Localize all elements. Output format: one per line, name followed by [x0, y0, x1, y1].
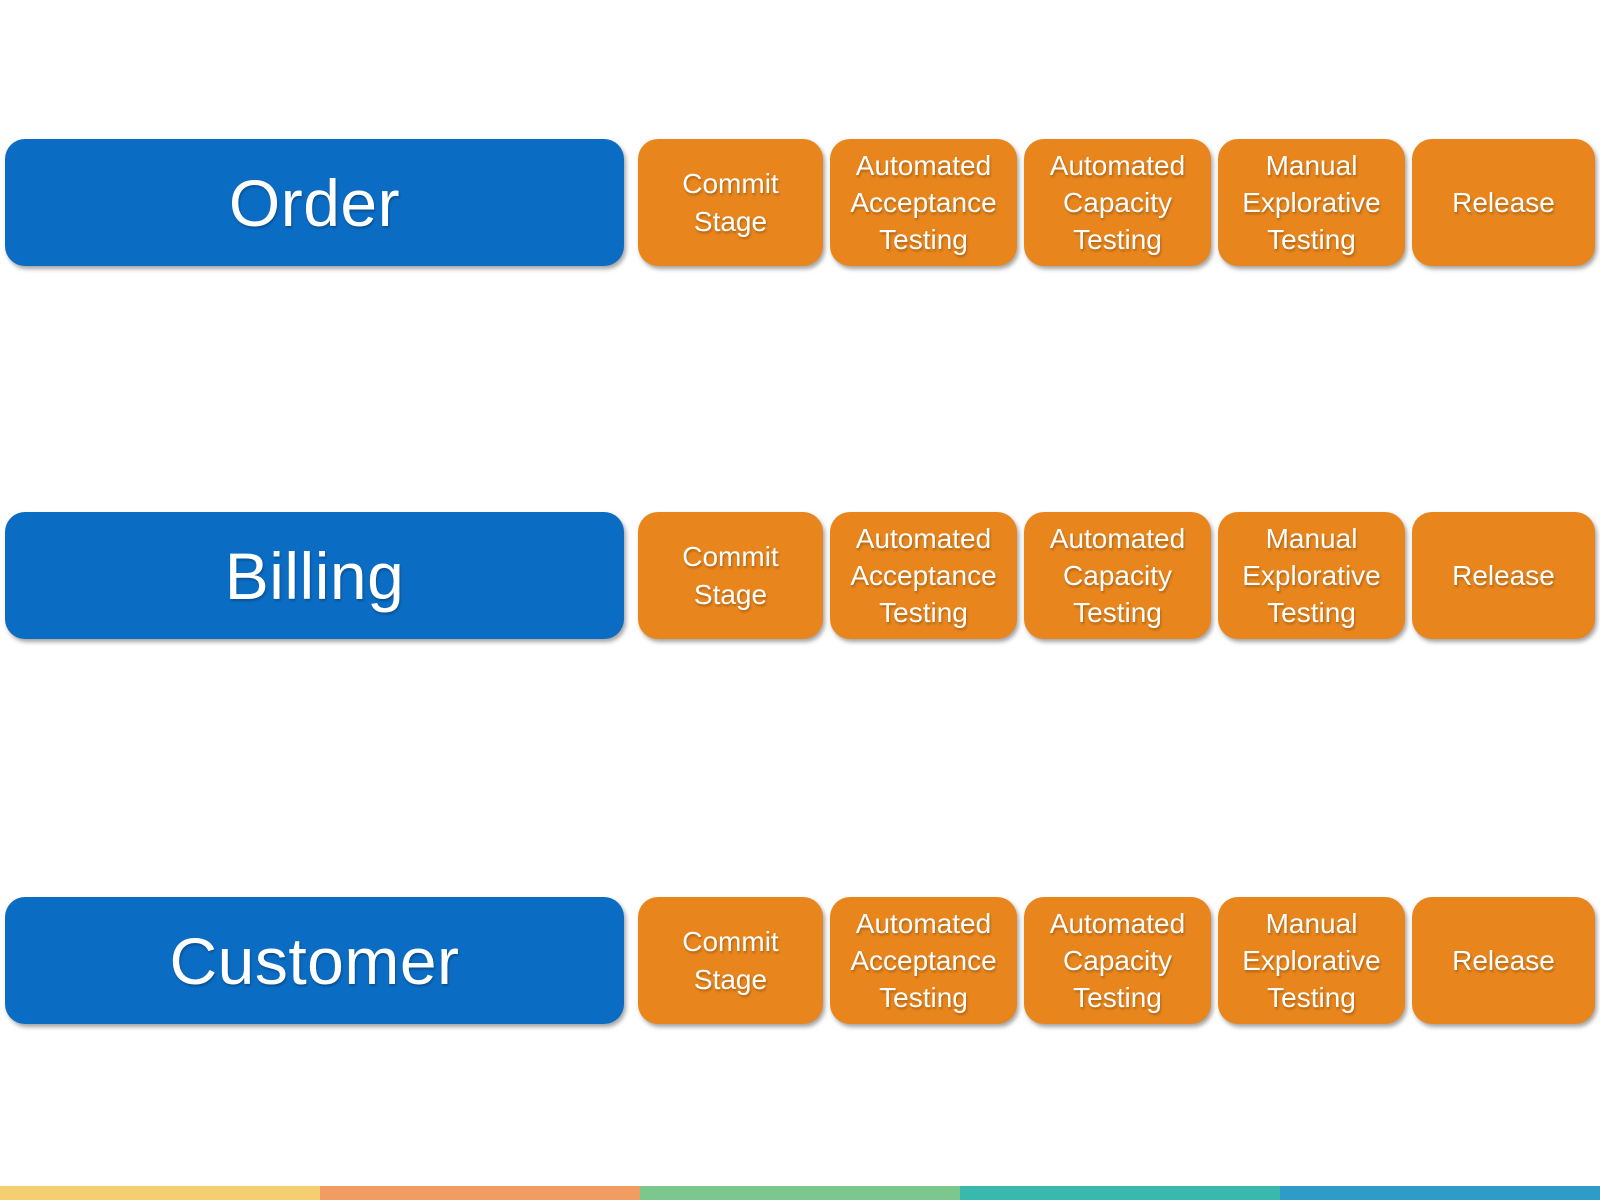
footer-bar [0, 1186, 1600, 1200]
stage-box-manual-explorative-testing: Manual Explorative Testing [1218, 139, 1405, 266]
stage-box-release: Release [1412, 139, 1595, 266]
stage-box-manual-explorative-testing: Manual Explorative Testing [1218, 512, 1405, 639]
service-box-billing: Billing [5, 512, 624, 639]
pipeline-row-order: Order Commit Stage Automated Acceptance … [0, 139, 1600, 266]
footer-segment-teal [960, 1186, 1280, 1200]
stage-box-commit-stage: Commit Stage [638, 139, 823, 266]
service-box-order: Order [5, 139, 624, 266]
service-box-customer: Customer [5, 897, 624, 1024]
stage-box-automated-acceptance-testing: Automated Acceptance Testing [830, 512, 1017, 639]
footer-segment-yellow [0, 1186, 320, 1200]
stage-box-automated-capacity-testing: Automated Capacity Testing [1024, 139, 1211, 266]
footer-segment-green [640, 1186, 960, 1200]
pipeline-row-billing: Billing Commit Stage Automated Acceptanc… [0, 512, 1600, 639]
stage-box-commit-stage: Commit Stage [638, 512, 823, 639]
footer-segment-blue [1280, 1186, 1600, 1200]
stage-box-manual-explorative-testing: Manual Explorative Testing [1218, 897, 1405, 1024]
stage-box-commit-stage: Commit Stage [638, 897, 823, 1024]
stage-box-release: Release [1412, 897, 1595, 1024]
stage-box-automated-capacity-testing: Automated Capacity Testing [1024, 897, 1211, 1024]
stage-box-automated-acceptance-testing: Automated Acceptance Testing [830, 139, 1017, 266]
stage-box-automated-capacity-testing: Automated Capacity Testing [1024, 512, 1211, 639]
stage-box-automated-acceptance-testing: Automated Acceptance Testing [830, 897, 1017, 1024]
stage-box-release: Release [1412, 512, 1595, 639]
footer-segment-orange [320, 1186, 640, 1200]
pipeline-row-customer: Customer Commit Stage Automated Acceptan… [0, 897, 1600, 1024]
